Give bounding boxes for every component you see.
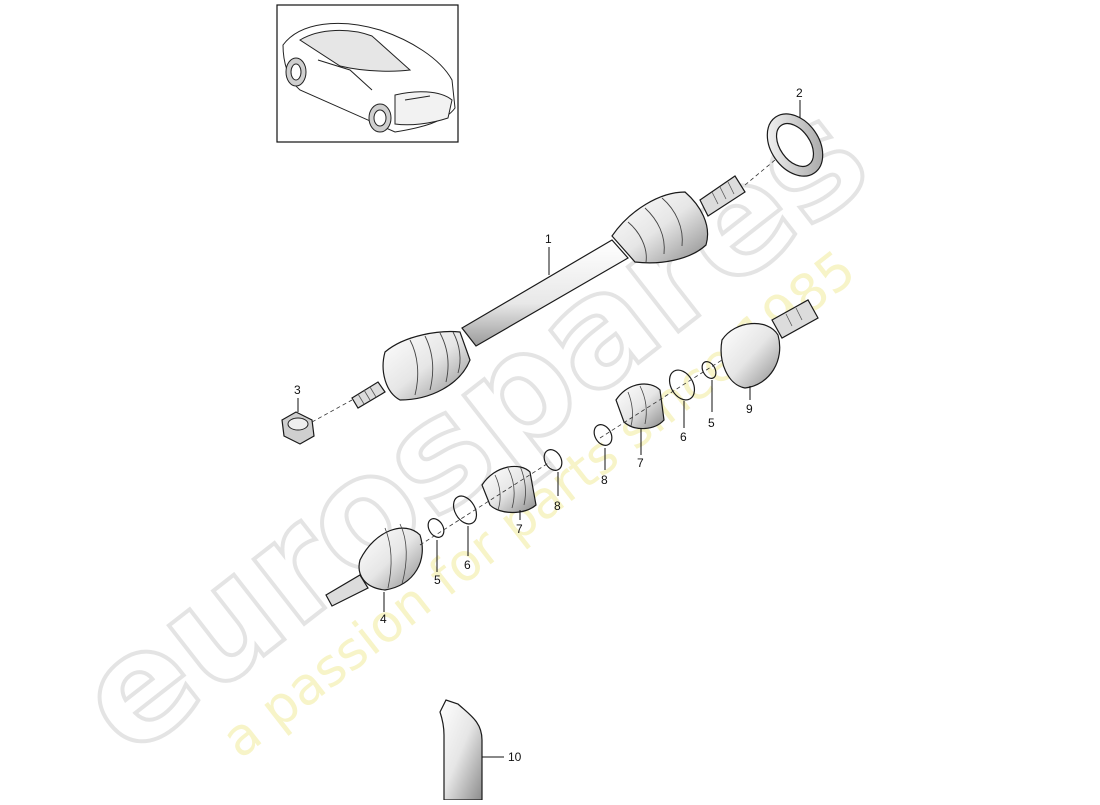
circlip-5b xyxy=(701,361,717,379)
circlip-5a xyxy=(427,518,445,538)
clamp-8a xyxy=(543,449,563,471)
boot-7a xyxy=(481,465,537,514)
callout-5b: 5 xyxy=(708,416,715,430)
callout-2: 2 xyxy=(796,86,803,100)
callouts: 1 2 3 4 5 6 7 8 8 7 6 5 9 10 xyxy=(294,86,803,764)
boot-7b xyxy=(615,383,665,430)
callout-7a: 7 xyxy=(516,522,523,536)
cv-joint-outer xyxy=(325,523,423,607)
watermark-brand: eurospares xyxy=(45,67,899,788)
callout-4: 4 xyxy=(380,612,387,626)
assembly-axis xyxy=(311,159,776,546)
watermark: eurospares a passion for parts since 198… xyxy=(43,65,901,790)
cv-joint-inner xyxy=(720,299,819,389)
callout-10: 10 xyxy=(508,750,522,764)
callout-6b: 6 xyxy=(680,430,687,444)
sensor-ring xyxy=(766,113,824,177)
vehicle-thumbnail xyxy=(276,4,459,143)
callout-1: 1 xyxy=(545,232,552,246)
callout-8a: 8 xyxy=(554,499,561,513)
leader-lines xyxy=(297,100,801,758)
clamp-8b xyxy=(593,424,613,446)
grease-pack xyxy=(439,699,483,801)
callout-9: 9 xyxy=(746,402,753,416)
collar-nut xyxy=(281,411,315,445)
callout-7b: 7 xyxy=(637,456,644,470)
drive-shaft xyxy=(351,175,746,409)
callout-8b: 8 xyxy=(601,473,608,487)
car-icon xyxy=(282,22,456,133)
clamp-6a xyxy=(452,495,478,525)
callout-5a: 5 xyxy=(434,573,441,587)
callout-3: 3 xyxy=(294,383,301,397)
callout-6a: 6 xyxy=(464,558,471,572)
